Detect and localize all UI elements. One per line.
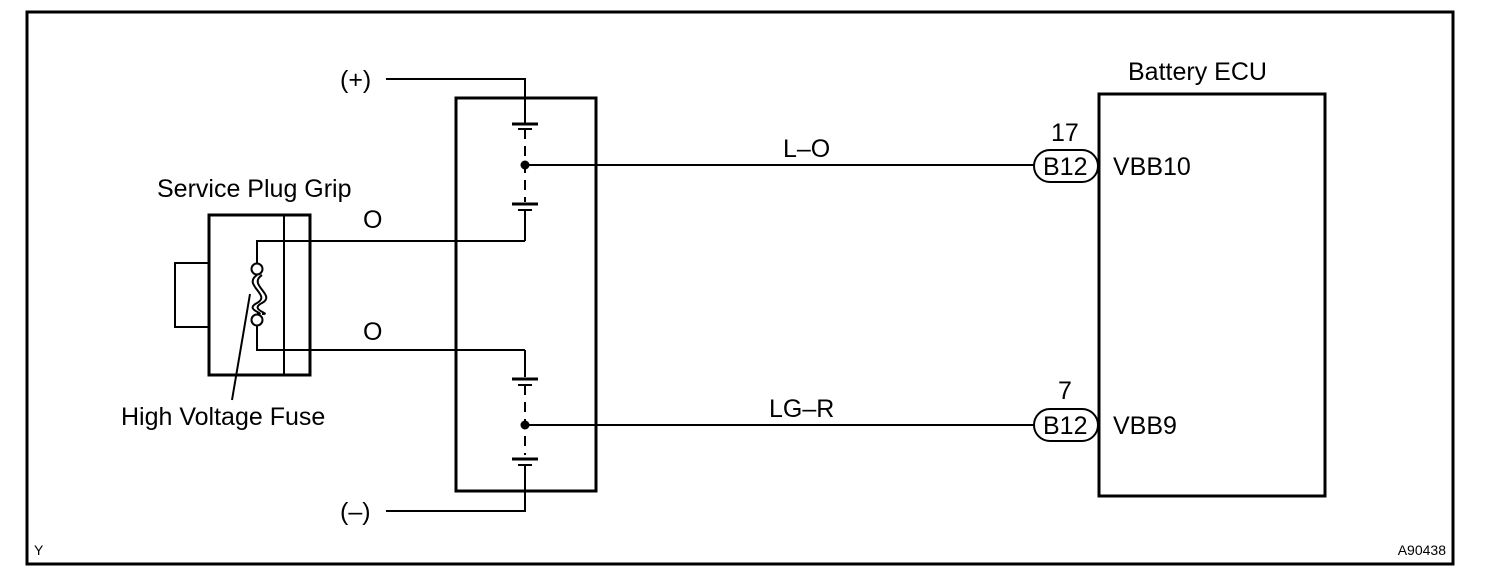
battery-ecu-title: Battery ECU [1128, 58, 1267, 86]
lower-battery-cells [512, 350, 538, 480]
negative-terminal-label: (–) [340, 498, 371, 526]
lower-ecu-wire-color: LG–R [769, 395, 834, 423]
ecu-signal-vbb10: VBB10 [1113, 153, 1191, 181]
ecu-connector-badge-lower [1033, 408, 1099, 442]
ecu-connector-label-lower: B12 [1043, 412, 1087, 440]
figure-code: A90438 [1398, 542, 1446, 558]
ecu-connector-badge-upper [1033, 149, 1099, 183]
fuse-leader-line [231, 293, 251, 401]
ecu-pin-number-17: 17 [1051, 119, 1079, 147]
positive-terminal-label: (+) [340, 66, 371, 94]
upper-plug-wire [256, 240, 525, 264]
upper-ecu-wire-color: L–O [783, 135, 830, 163]
high-voltage-fuse-symbol [250, 262, 268, 327]
upper-plug-wire-color: O [363, 206, 382, 234]
hv-battery-block [454, 96, 598, 493]
ecu-pin-number-7: 7 [1058, 377, 1072, 405]
lower-plug-wire [256, 326, 525, 351]
service-plug-title: Service Plug Grip [157, 175, 352, 203]
high-voltage-fuse-label: High Voltage Fuse [121, 403, 325, 431]
footer-left-code: Y [34, 542, 44, 558]
ecu-signal-vbb9: VBB9 [1113, 412, 1177, 440]
lower-plug-wire-color: O [363, 318, 382, 346]
ecu-connector-label-upper: B12 [1043, 153, 1087, 181]
battery-ecu-box [1097, 92, 1327, 498]
service-plug-tab [174, 262, 210, 328]
